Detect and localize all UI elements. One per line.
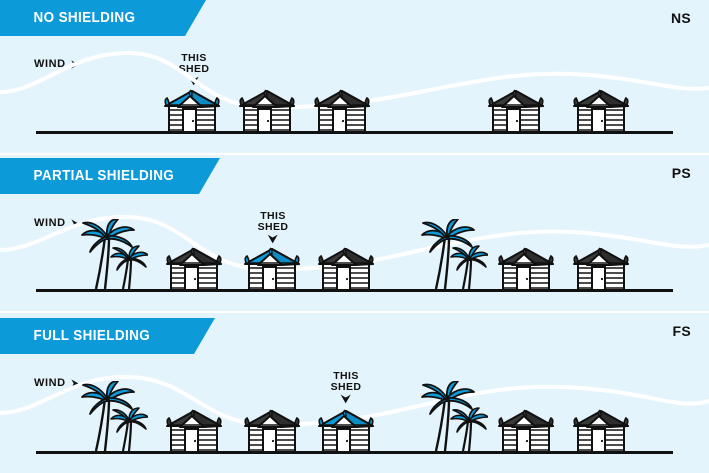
shed — [243, 405, 301, 458]
section-divider-1 — [0, 153, 709, 155]
palm-tree-svg — [81, 380, 149, 452]
shed — [497, 243, 555, 296]
palm-tree-svg — [81, 218, 149, 290]
palm-tree — [418, 218, 489, 296]
banner-label-wrap-1: PARTIAL SHIELDING — [0, 158, 220, 194]
palm-tree-svg — [421, 380, 489, 452]
banner-partial-shielding — [0, 158, 220, 194]
palm-tree-svg — [421, 218, 489, 290]
shed-svg — [573, 247, 629, 291]
banner-title-no-shielding: NO SHIELDING — [33, 10, 136, 26]
shed-svg — [498, 247, 554, 291]
shed-highlighted-svg — [244, 247, 300, 291]
abbreviation-ps: PS — [671, 165, 691, 181]
shed-this-shed — [317, 405, 375, 458]
shed-svg — [318, 247, 374, 291]
shed — [165, 405, 223, 458]
banner-title-partial-shielding: PARTIAL SHIELDING — [33, 168, 175, 184]
shed — [497, 405, 555, 458]
shed-svg — [166, 409, 222, 453]
shed-this-shed — [163, 85, 221, 138]
shed-svg — [239, 89, 295, 133]
shed-svg — [573, 409, 629, 453]
shed-highlighted-svg — [164, 89, 220, 133]
shed — [238, 85, 296, 138]
shed — [572, 243, 630, 296]
section-divider-2 — [0, 311, 709, 313]
section-full-shielding: FULL SHIELDING FS WIND⮞ THIS SHED ⮟ — [0, 313, 709, 473]
palm-tree — [78, 218, 149, 296]
banner-full-shielding — [0, 318, 215, 354]
section-partial-shielding: PARTIAL SHIELDING PS WIND⮞ THIS SHED ⮟ — [0, 155, 709, 313]
shed-svg — [166, 247, 222, 291]
banner-title-full-shielding: FULL SHIELDING — [33, 328, 151, 344]
banner-no-shielding — [0, 0, 206, 36]
scene-2 — [0, 313, 709, 473]
section-no-shielding: NO SHIELDING NS WIND⮞ THIS SHED ⮟ — [0, 0, 709, 155]
banner-label-wrap-0: NO SHIELDING — [0, 0, 206, 36]
scene-0 — [0, 0, 709, 155]
palm-tree — [78, 380, 149, 458]
shed-this-shed — [243, 243, 301, 296]
palm-tree — [418, 380, 489, 458]
shed-highlighted-svg — [318, 409, 374, 453]
shed — [313, 85, 371, 138]
scene-1 — [0, 155, 709, 313]
shed-svg — [244, 409, 300, 453]
shed — [572, 405, 630, 458]
shed-svg — [498, 409, 554, 453]
shed-svg — [488, 89, 544, 133]
shed — [317, 243, 375, 296]
shed — [572, 85, 630, 138]
abbreviation-fs: FS — [672, 323, 691, 339]
shed — [487, 85, 545, 138]
banner-label-wrap-2: FULL SHIELDING — [0, 318, 215, 354]
shed-svg — [314, 89, 370, 133]
shed — [165, 243, 223, 296]
shed-svg — [573, 89, 629, 133]
abbreviation-ns: NS — [670, 10, 691, 26]
